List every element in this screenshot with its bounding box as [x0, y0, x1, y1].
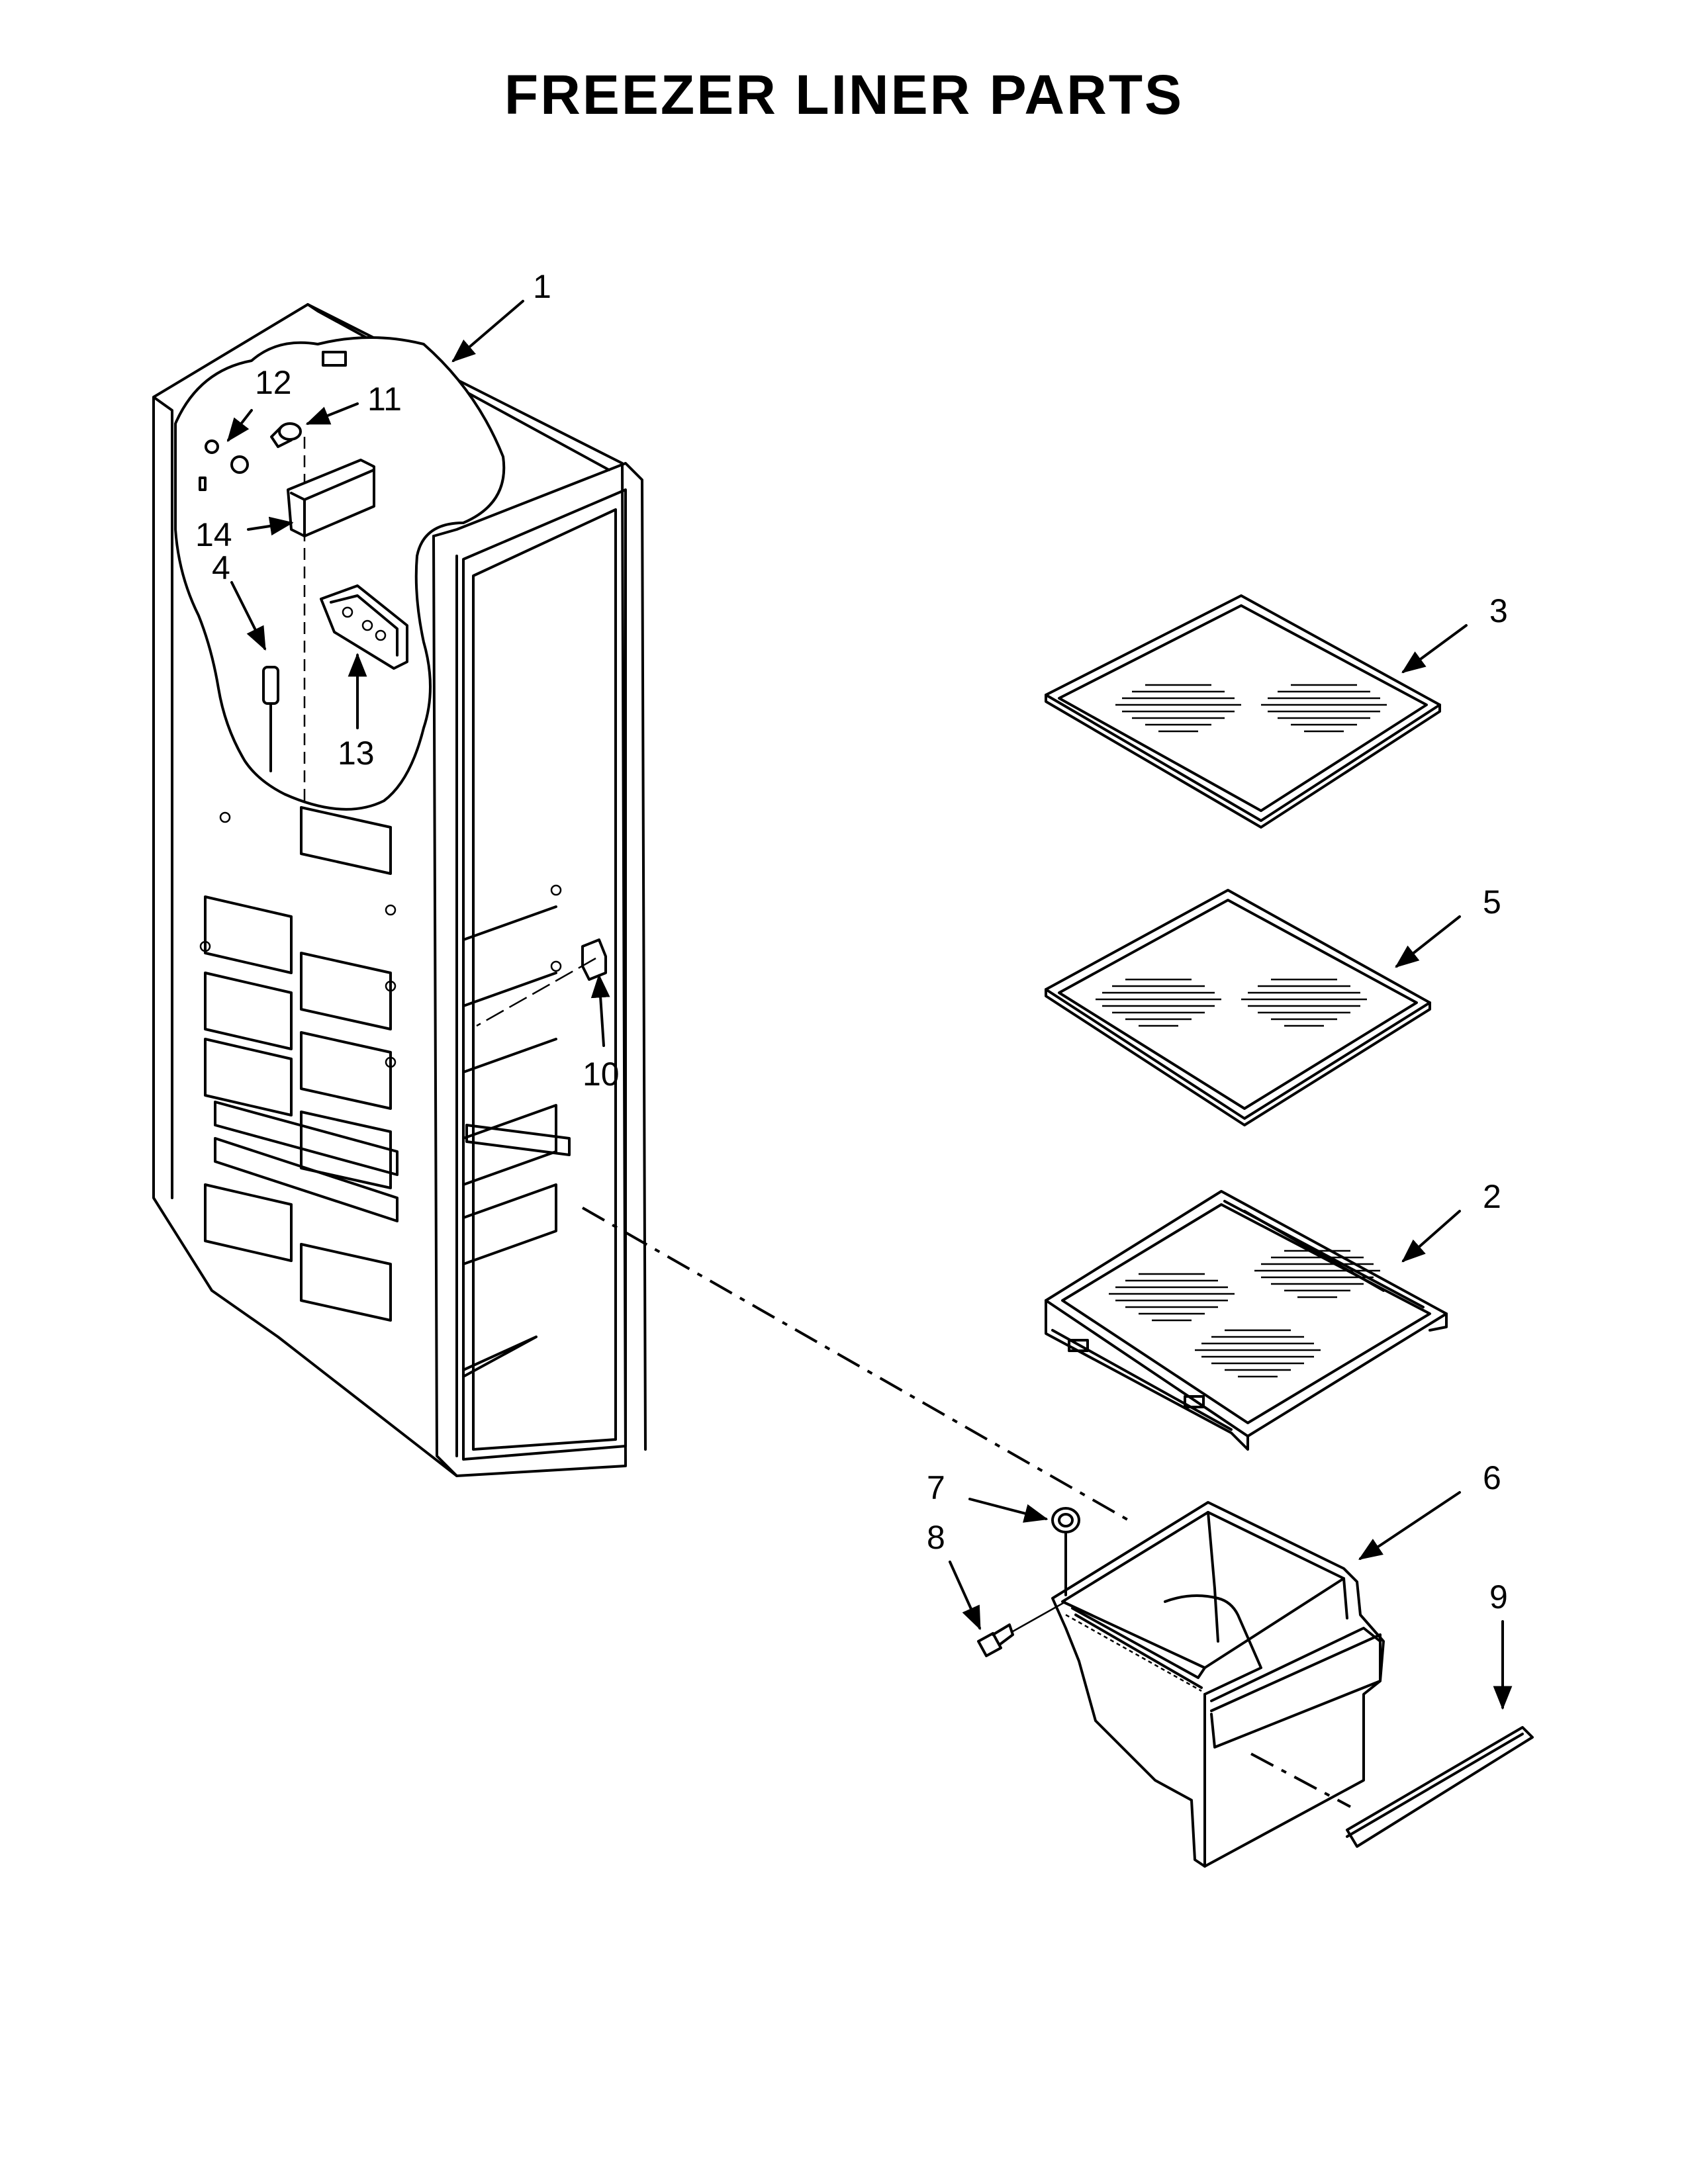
callout-9: 9: [1489, 1578, 1508, 1615]
callout-11: 11: [367, 381, 402, 418]
part-11-light-socket: [270, 422, 302, 448]
callout-13: 13: [338, 735, 375, 772]
part-7-roller: [1051, 1507, 1080, 1596]
wall-openings: [199, 806, 571, 1378]
callout-1: 1: [533, 268, 551, 305]
callout-3: 3: [1489, 592, 1508, 629]
callout-7: 7: [927, 1469, 945, 1506]
part-2-framed-shelf: [1045, 1190, 1448, 1451]
cutaway-inset: [174, 336, 506, 811]
leader-arrows: [226, 300, 1513, 1710]
part-3-shelf: [1045, 594, 1441, 829]
part-9-rail: [1250, 1726, 1534, 1848]
part-10-switch: [476, 938, 607, 1027]
freezer-liner: [152, 303, 647, 1477]
callout-4: 4: [212, 549, 230, 586]
callout-10: 10: [583, 1056, 620, 1093]
callout-labels: 1 2 3 4 5 6 7 8 9 10 11 12 13 14: [195, 268, 1508, 1615]
part-12-bulb: [199, 439, 249, 491]
page-title: FREEZER LINER PARTS: [504, 64, 1184, 126]
part-4-thermistor: [262, 666, 279, 772]
part-13-control-housing: [320, 584, 408, 670]
part-6-drawer: [1051, 1501, 1385, 1868]
callout-5: 5: [1483, 884, 1501, 921]
callout-6: 6: [1483, 1459, 1501, 1496]
callout-12: 12: [255, 364, 292, 401]
callout-2: 2: [1483, 1178, 1501, 1215]
callout-8: 8: [927, 1519, 945, 1556]
callout-14: 14: [195, 516, 232, 553]
part-5-shelf: [1045, 889, 1431, 1126]
part-8-screw: [977, 1600, 1066, 1657]
